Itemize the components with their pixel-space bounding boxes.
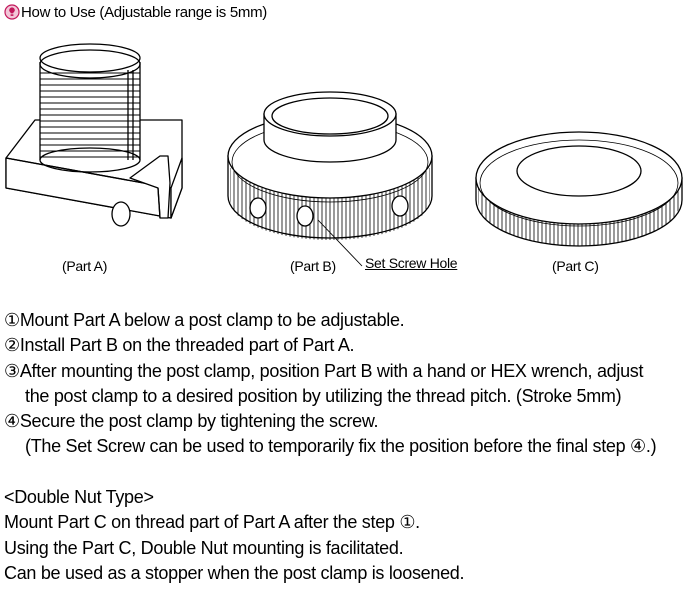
step-3: ③After mounting the post clamp, position… [4, 359, 656, 384]
step-text: After mounting the post clamp, position … [19, 360, 644, 381]
step-1: ①Mount Part A below a post clamp to be a… [4, 308, 656, 333]
tip-badge-icon [4, 4, 20, 20]
double-nut-heading: <Double Nut Type> [4, 487, 154, 507]
double-nut-line: Using the Part C, Double Nut mounting is… [4, 537, 404, 558]
step-marker: ③ [4, 360, 20, 381]
step-4: ④Secure the post clamp by tightening the… [4, 409, 656, 434]
double-nut-line: Mount Part C on thread part of Part A af… [4, 512, 420, 533]
double-nut-line: Can be used as a stopper when the post c… [4, 562, 465, 583]
step-2: ②Install Part B on the threaded part of … [4, 333, 656, 358]
part-a-drawing [5, 43, 183, 227]
step-text: Secure the post clamp by tightening the … [19, 411, 379, 432]
step-marker: ④ [4, 411, 20, 432]
set-screw-hole-label: Set Screw Hole [365, 255, 458, 271]
part-c-caption: (Part C) [552, 258, 599, 274]
section-header: How to Use (Adjustable range is 5mm) [4, 2, 267, 22]
step-text: (The Set Screw can be used to temporaril… [25, 436, 657, 457]
step-text: Install Part B on the threaded part of P… [19, 335, 355, 356]
step-marker: ① [4, 310, 20, 330]
part-a-caption: (Part A) [62, 258, 108, 274]
step-marker: ② [4, 335, 20, 356]
part-b-caption: (Part B) [290, 258, 336, 274]
header-title: How to Use (Adjustable range is 5mm) [21, 3, 267, 21]
step-text: the post clamp to a desired position by … [25, 385, 622, 406]
double-nut-section: <Double Nut Type> Mount Part C on thread… [4, 485, 465, 586]
usage-steps: ①Mount Part A below a post clamp to be a… [4, 308, 657, 460]
step-4-note: (The Set Screw can be used to temporaril… [4, 434, 657, 459]
parts-illustration [5, 43, 683, 267]
step-3-continued: the post clamp to a desired position by … [4, 384, 656, 409]
part-c-drawing [475, 131, 683, 247]
step-text: Mount Part A below a post clamp to be ad… [19, 310, 405, 330]
part-b-drawing [227, 91, 433, 267]
